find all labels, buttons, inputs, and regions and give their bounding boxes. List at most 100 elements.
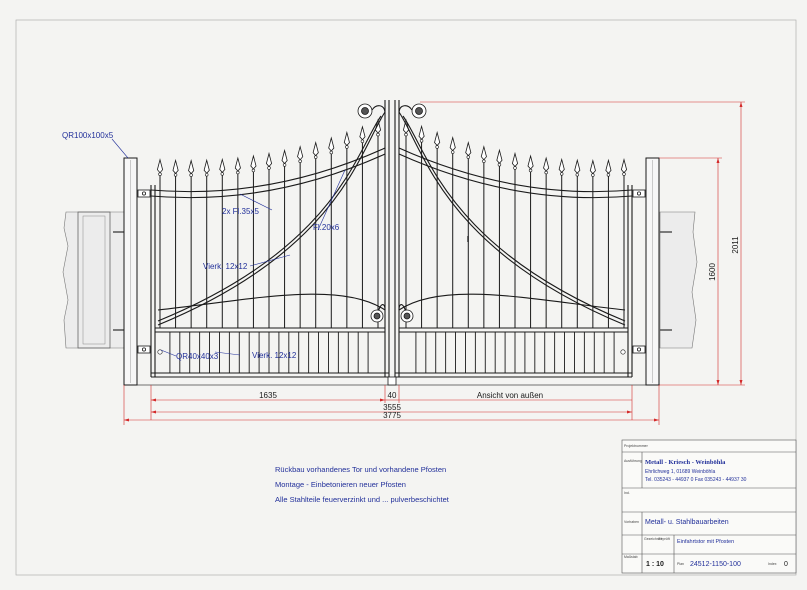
dim-height-total: 2011 [731, 236, 740, 254]
finial-collar [329, 150, 333, 155]
spear-finial [297, 145, 304, 161]
finial-collar [314, 155, 318, 159]
spear-finial [558, 157, 565, 174]
finial-collar [606, 173, 611, 177]
dimension-arrows [124, 398, 659, 422]
right-post [645, 157, 660, 386]
drop-bolt [387, 376, 397, 386]
finial-collar [435, 145, 439, 149]
dim-gap: 40 [388, 391, 397, 400]
tb-address: Ehrlichweg 1, 01689 Weinböhla [645, 469, 715, 475]
finial-collar [282, 163, 287, 167]
spear-finial [219, 157, 226, 174]
tb-sheet: 0 [784, 561, 788, 568]
tb-client-caption: Ausführung [624, 459, 642, 463]
finial-collar [622, 172, 626, 176]
stop-right [620, 349, 626, 355]
title-block [621, 439, 797, 574]
gate-frame [150, 100, 633, 378]
dim-inner-width: 3555 [383, 403, 401, 412]
view-label: Ansicht von außen [477, 391, 543, 400]
spear-finial [328, 136, 335, 152]
finial-collar [345, 145, 349, 149]
sheet-border [15, 19, 797, 576]
tb-index-caption: Ind. [624, 491, 630, 495]
tb-checked-caption: Geprüft [658, 537, 670, 541]
finial-collar [236, 170, 240, 175]
note-1: Rückbau vorhandenes Tor und vorhandene P… [275, 465, 446, 474]
tb-sheet-caption: Index [768, 562, 777, 566]
note-2: Montage - Einbetonieren neuer Pfosten [275, 480, 406, 489]
spear-finial [511, 151, 519, 168]
tb-scale-caption: Maßstab [624, 555, 638, 559]
tb-drawing-number-caption: Plan [677, 562, 684, 566]
tb-company-name: Metall - Kriesch - Weinböhla [645, 459, 726, 466]
finial-collar [513, 166, 517, 170]
tb-subject-caption: Vorhaben [624, 520, 639, 524]
spear-finial [434, 130, 441, 147]
spear-finials [156, 118, 628, 177]
tb-project-caption: Projektnummer [624, 444, 649, 448]
dim-leaf-width: 1635 [259, 391, 277, 400]
left-wall [62, 211, 125, 349]
label-square-upper: Vierk. 12x12 [203, 262, 248, 271]
finial-collar [482, 159, 486, 163]
spear-finial [343, 130, 350, 147]
finial-collar [298, 159, 302, 163]
finial-collar [189, 173, 193, 177]
spear-finial [188, 159, 195, 175]
spear-finial [312, 141, 319, 157]
dim-height-inner: 1600 [708, 263, 717, 281]
finial-collar [451, 150, 455, 154]
right-wall [659, 211, 698, 349]
vertical-dimensions [420, 101, 745, 386]
tb-drawn-caption: Gezeichnet [644, 537, 662, 541]
hinges [137, 189, 646, 354]
spear-finial [418, 124, 425, 140]
finial-collar [267, 166, 271, 170]
tb-scale: 1 : 10 [646, 561, 664, 568]
spear-finial [265, 151, 273, 168]
tb-subject: Metall- u. Stahlbauarbeiten [645, 519, 729, 526]
spear-finial [480, 145, 487, 161]
horizontal-dimensions [123, 385, 660, 425]
label-square-lower: Vierk. 12x12 [252, 351, 297, 360]
spear-finial [281, 148, 288, 165]
spear-finial [156, 158, 164, 174]
lower-infill-bars [169, 332, 615, 373]
spear-finial [203, 158, 210, 174]
spear-finial [527, 154, 534, 170]
finial-collar [376, 132, 380, 137]
tb-drawing-number: 24512-1150-100 [690, 561, 741, 568]
finial-collar [419, 139, 424, 143]
spear-finial [172, 158, 179, 175]
label-flat-bar-20: Fl.20x6 [313, 223, 340, 232]
finial-collar [173, 173, 178, 177]
finial-collar [560, 172, 564, 176]
spear-finial [465, 141, 472, 157]
finial-collar [575, 173, 579, 177]
note-3: Alle Stahlteile feuerverzinkt und ... pu… [275, 495, 450, 504]
tb-title: Einfahrtstor mit Pfosten [677, 539, 734, 545]
pickets [159, 133, 625, 328]
stop-left [157, 349, 163, 355]
spear-finial [574, 158, 581, 174]
finial-collar [220, 172, 224, 176]
label-post-profile: QR100x100x5 [62, 131, 114, 140]
label-post-small: QR40x40x3 [176, 352, 219, 361]
finial-collar [528, 168, 533, 173]
dim-overall-width: 3775 [383, 411, 401, 420]
tb-phone: Tel. 035243 - 44937 0 Fax 035243 - 44937… [645, 477, 747, 483]
spear-finial [250, 154, 257, 170]
finial-collar [497, 163, 502, 167]
spear-finial [605, 158, 612, 174]
finial-collar [205, 173, 209, 177]
finial-collar [360, 139, 365, 143]
spear-finial [543, 156, 550, 172]
rosettes [357, 103, 427, 323]
leader-lines [111, 138, 346, 357]
finial-collar [251, 168, 256, 173]
spear-finial [589, 159, 596, 175]
